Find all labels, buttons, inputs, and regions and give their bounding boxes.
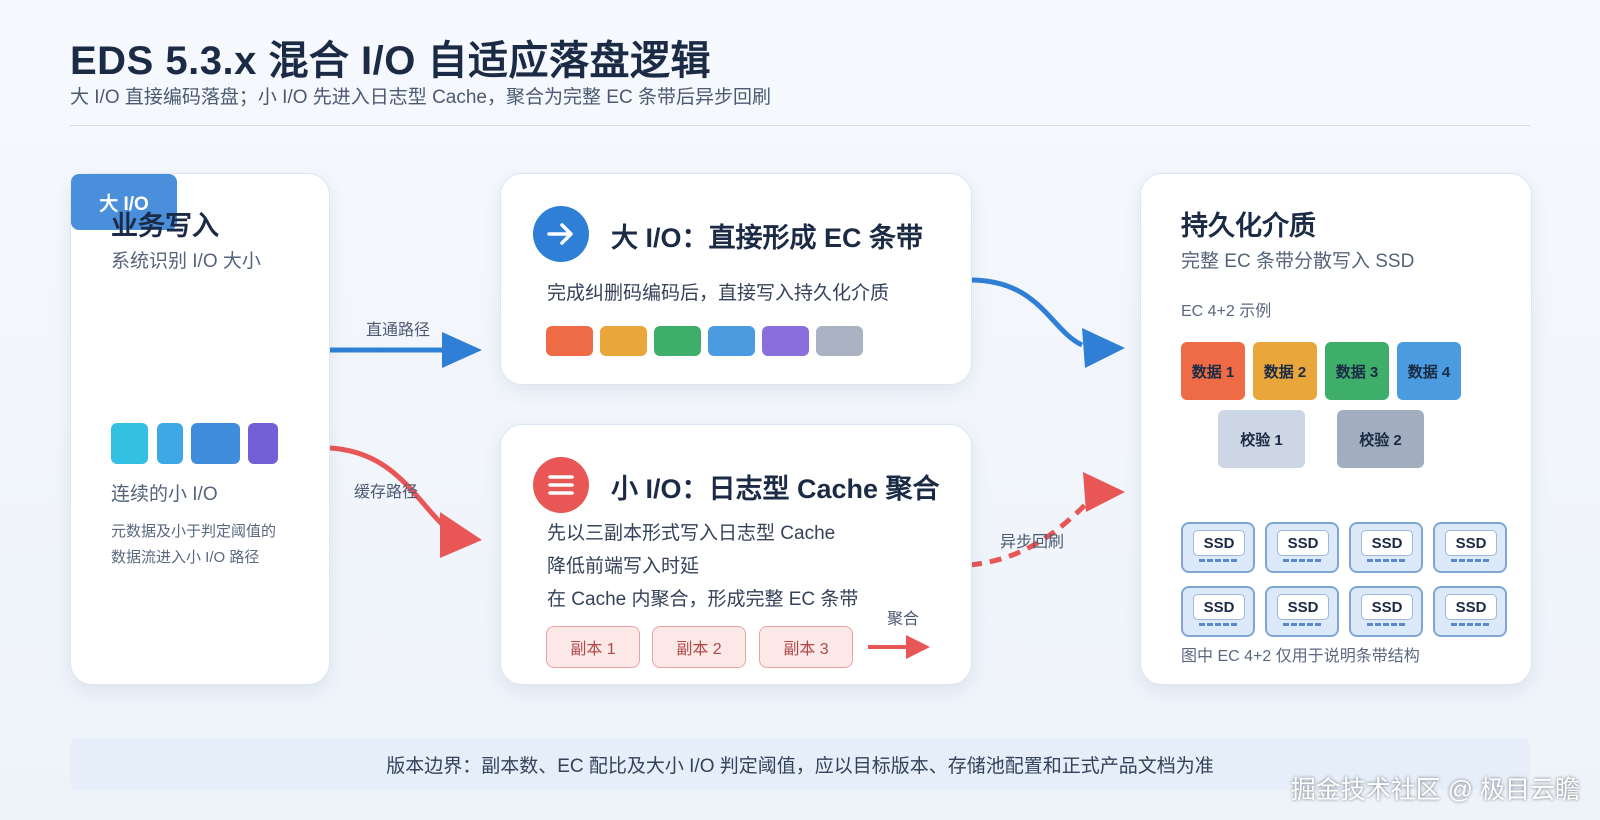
ec-example-label: EC 4+2 示例: [1181, 303, 1272, 320]
storage-card: 持久化介质 完整 EC 条带分散写入 SSD EC 4+2 示例 数据 1 数据…: [1140, 173, 1532, 685]
ssd-drive: SSD: [1265, 522, 1339, 573]
menu-lines-icon: [533, 457, 589, 513]
ssd-label: SSD: [1445, 530, 1497, 556]
page-title: EDS 5.3.x 混合 I/O 自适应落盘逻辑: [70, 39, 712, 83]
large-io-title: 大 I/O：直接形成 EC 条带: [611, 223, 924, 253]
business-title: 业务写入: [111, 211, 219, 241]
ec-stripe-block: [546, 326, 593, 356]
small-io-desc-1: 元数据及小于判定阈值的: [111, 523, 277, 540]
small-io-block: [157, 423, 183, 464]
arrow-right-icon: [533, 206, 589, 262]
small-io-card-title: 小 I/O：日志型 Cache 聚合: [611, 474, 940, 504]
cache-path-arrow: [329, 445, 482, 558]
small-io-block: [191, 423, 240, 464]
ssd-drive: SSD: [1433, 522, 1507, 573]
small-io-desc-2: 数据流进入小 I/O 路径: [111, 549, 260, 566]
small-io-title: 连续的小 I/O: [111, 484, 218, 505]
ec-stripe-block: [816, 326, 863, 356]
aggregate-label: 聚合: [887, 611, 920, 628]
ssd-label: SSD: [1361, 594, 1413, 620]
replica-block: 副本 1: [546, 626, 640, 668]
replica-block: 副本 2: [652, 626, 746, 668]
ssd-led-strip: [1283, 623, 1321, 626]
ssd-led-strip: [1283, 559, 1321, 562]
small-io-line-3: 在 Cache 内聚合，形成完整 EC 条带: [547, 589, 859, 610]
ssd-led-strip: [1367, 559, 1405, 562]
ec-stripe-block: [600, 326, 647, 356]
ssd-drive: SSD: [1349, 586, 1423, 637]
ssd-drive: SSD: [1433, 586, 1507, 637]
small-io-line-1: 先以三副本形式写入日志型 Cache: [547, 523, 836, 544]
parity-block: 校验 2: [1337, 410, 1424, 468]
page-subtitle: 大 I/O 直接编码落盘；小 I/O 先进入日志型 Cache，聚合为完整 EC…: [70, 87, 771, 108]
ssd-label: SSD: [1277, 594, 1329, 620]
ec-stripe-block: [762, 326, 809, 356]
async-flush-arrow: [969, 472, 1125, 568]
ssd-label: SSD: [1361, 530, 1413, 556]
cache-path-label: 缓存路径: [354, 484, 419, 501]
data-block: 数据 1: [1181, 342, 1245, 400]
storage-subtitle: 完整 EC 条带分散写入 SSD: [1181, 251, 1415, 272]
small-io-card: 小 I/O：日志型 Cache 聚合 先以三副本形式写入日志型 Cache 降低…: [500, 424, 972, 685]
ssd-drive: SSD: [1181, 586, 1255, 637]
ssd-label: SSD: [1193, 530, 1245, 556]
business-write-card: 业务写入 系统识别 I/O 大小 大 I/O 连续的小 I/O 元数据及小于判定…: [70, 173, 330, 685]
aggregate-arrow: [868, 635, 930, 659]
ssd-label: SSD: [1277, 530, 1329, 556]
data-block: 数据 4: [1397, 342, 1461, 400]
version-note-banner: 版本边界：副本数、EC 配比及大小 I/O 判定阈值，应以目标版本、存储池配置和…: [70, 738, 1530, 790]
big-io-block: 大 I/O: [71, 174, 177, 230]
ssd-drive: SSD: [1265, 586, 1339, 637]
ssd-led-strip: [1451, 623, 1489, 626]
ssd-write-arrow: [969, 277, 1125, 368]
async-flush-label: 异步回刷: [1000, 534, 1065, 551]
ssd-label: SSD: [1193, 594, 1245, 620]
small-io-block: [111, 423, 148, 464]
replica-block: 副本 3: [759, 626, 853, 668]
ssd-led-strip: [1199, 559, 1237, 562]
storage-footnote: 图中 EC 4+2 仅用于说明条带结构: [1181, 648, 1420, 665]
data-block: 数据 3: [1325, 342, 1389, 400]
small-io-block: [248, 423, 278, 464]
ssd-drive: SSD: [1181, 522, 1255, 573]
ssd-led-strip: [1367, 623, 1405, 626]
ec-stripe-block: [708, 326, 755, 356]
ssd-drive: SSD: [1349, 522, 1423, 573]
ssd-label: SSD: [1445, 594, 1497, 620]
direct-path-label: 直通路径: [366, 322, 431, 339]
direct-path-arrow: [330, 332, 482, 368]
business-subtitle: 系统识别 I/O 大小: [111, 251, 261, 272]
header-divider: [70, 125, 1530, 126]
storage-title: 持久化介质: [1181, 211, 1316, 241]
large-io-desc: 完成纠删码编码后，直接写入持久化介质: [547, 283, 890, 304]
small-io-line-2: 降低前端写入时延: [547, 556, 700, 577]
parity-block: 校验 1: [1218, 410, 1305, 468]
ssd-led-strip: [1199, 623, 1237, 626]
ssd-led-strip: [1451, 559, 1489, 562]
large-io-card: 大 I/O：直接形成 EC 条带 完成纠删码编码后，直接写入持久化介质: [500, 173, 972, 385]
data-block: 数据 2: [1253, 342, 1317, 400]
ec-stripe-block: [654, 326, 701, 356]
watermark: 掘金技术社区 @ 极目云瞻: [1290, 776, 1580, 804]
